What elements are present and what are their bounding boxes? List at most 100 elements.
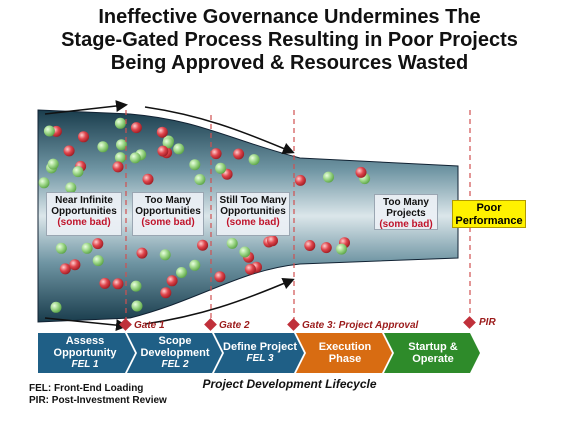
phase-3-sub: FEL 3 xyxy=(246,353,274,364)
stage-2-bad: (some bad) xyxy=(141,217,195,228)
phase-3: Define Project FEL 3 xyxy=(222,333,298,373)
phase-2: Scope Development FEL 2 xyxy=(133,333,217,373)
stage-label-1: Near Infinite Opportunities (some bad) xyxy=(46,192,122,236)
opportunity-ball xyxy=(173,143,185,155)
opportunity-ball xyxy=(78,131,89,143)
phase-1-name: Assess Opportunity xyxy=(53,335,117,359)
gate-2-marker xyxy=(204,318,217,331)
opportunity-ball xyxy=(81,242,93,254)
opportunity-ball xyxy=(248,154,260,166)
phase-chevron-5 xyxy=(384,333,480,373)
opportunity-ball xyxy=(239,246,251,258)
opportunity-ball xyxy=(142,173,154,185)
opportunity-ball xyxy=(304,240,316,251)
opportunity-ball xyxy=(65,182,77,194)
legend: FEL: Front-End Loading PIR: Post-Investm… xyxy=(29,383,167,407)
opportunity-ball xyxy=(267,235,278,247)
opportunity-ball xyxy=(160,287,172,299)
opportunity-ball xyxy=(159,249,171,261)
opportunity-ball xyxy=(130,280,142,292)
title-line-2: Stage-Gated Process Resulting in Poor Pr… xyxy=(61,29,518,51)
poor-performance-box: Poor Performance xyxy=(452,200,526,228)
gate-1-marker xyxy=(119,318,132,331)
opportunity-ball xyxy=(355,166,367,178)
phase-1: Assess Opportunity FEL 1 xyxy=(40,333,130,373)
flow-arrow-top-2 xyxy=(144,106,295,155)
opportunity-ball xyxy=(320,242,332,254)
opportunity-ball xyxy=(72,166,84,178)
opportunity-ball xyxy=(43,125,55,137)
opportunity-ball xyxy=(176,267,187,278)
stage-4-text: Too Many Projects xyxy=(383,197,429,219)
opportunity-ball xyxy=(136,247,148,259)
phase-chevron-1 xyxy=(38,333,135,373)
opportunity-ball xyxy=(69,259,81,271)
opportunity-ball xyxy=(323,171,334,183)
opportunity-ball xyxy=(189,159,201,171)
phase-3-name: Define Project xyxy=(223,341,297,353)
opportunity-ball xyxy=(162,137,174,149)
stage-1-text: Near Infinite Opportunities xyxy=(51,195,117,217)
phase-5: Startup & Operate xyxy=(392,333,474,373)
opportunity-ball xyxy=(92,255,104,267)
flow-arrow-top-1 xyxy=(44,100,128,115)
opportunity-ball xyxy=(97,141,109,153)
flow-arrow-bottom-2 xyxy=(144,277,295,325)
flow-arrow-bottom-1 xyxy=(44,317,128,332)
lifecycle-label: Project Development Lifecycle xyxy=(202,377,377,391)
opportunity-ball xyxy=(336,243,347,255)
opportunity-ball xyxy=(157,145,169,157)
opportunity-ball xyxy=(114,152,126,164)
title-line-3: Being Approved & Resources Wasted xyxy=(110,52,469,74)
opportunity-ball xyxy=(226,237,238,249)
legend-pir: PIR: Post-Investment Review xyxy=(29,395,167,406)
slide-title: Ineffective Governance Undermines The St… xyxy=(0,6,579,75)
title-line-1: Ineffective Governance Undermines The xyxy=(98,6,481,28)
opportunity-balls xyxy=(38,117,371,313)
phase-5-name: Startup & Operate xyxy=(408,341,458,365)
opportunity-ball xyxy=(166,275,178,287)
opportunity-ball xyxy=(92,238,104,250)
opportunity-ball xyxy=(129,152,141,164)
opportunity-ball xyxy=(244,263,256,275)
gate-1-label: Gate 1 xyxy=(134,320,165,331)
phase-2-name: Scope Development xyxy=(140,335,210,359)
phase-chevron-3 xyxy=(214,333,304,373)
phase-4-name: Execution Phase xyxy=(318,341,372,365)
opportunity-ball xyxy=(47,158,59,170)
opportunity-ball xyxy=(233,148,245,160)
gate-3-label: Gate 3: Project Approval xyxy=(302,320,419,331)
opportunity-ball xyxy=(210,148,222,160)
opportunity-ball xyxy=(63,145,75,157)
phase-chevron-4 xyxy=(296,333,392,373)
opportunity-ball xyxy=(189,259,201,271)
opportunity-ball xyxy=(131,300,143,312)
opportunity-ball xyxy=(112,161,124,173)
pir-marker xyxy=(463,316,476,329)
opportunity-ball xyxy=(130,122,142,134)
legend-fel: FEL: Front-End Loading xyxy=(29,383,144,394)
opportunity-ball xyxy=(197,239,209,251)
phase-1-sub: FEL 1 xyxy=(71,359,99,370)
stage-label-3: Still Too Many Opportunities (some bad) xyxy=(216,192,290,236)
opportunity-ball xyxy=(38,177,50,189)
pir-label: PIR xyxy=(479,317,496,328)
opportunity-ball xyxy=(99,277,111,289)
stage-label-4: Too Many Projects (some bad) xyxy=(374,194,438,230)
gate-3-marker xyxy=(287,318,300,331)
opportunity-ball xyxy=(114,117,126,129)
stage-label-2: Too Many Opportunities (some bad) xyxy=(132,192,204,236)
phase-2-sub: FEL 2 xyxy=(161,359,189,370)
opportunity-ball xyxy=(55,242,67,254)
opportunity-ball xyxy=(214,271,226,283)
phase-4: Execution Phase xyxy=(304,333,386,373)
opportunity-ball xyxy=(50,301,62,313)
opportunity-ball xyxy=(59,263,71,275)
stage-1-bad: (some bad) xyxy=(57,217,111,228)
opportunity-ball xyxy=(156,126,168,138)
stage-3-bad: (some bad) xyxy=(226,217,280,228)
gate-2-label: Gate 2 xyxy=(219,320,250,331)
opportunity-ball xyxy=(112,278,124,290)
opportunity-ball xyxy=(116,139,127,151)
stage-3-text: Still Too Many Opportunities xyxy=(219,195,287,217)
